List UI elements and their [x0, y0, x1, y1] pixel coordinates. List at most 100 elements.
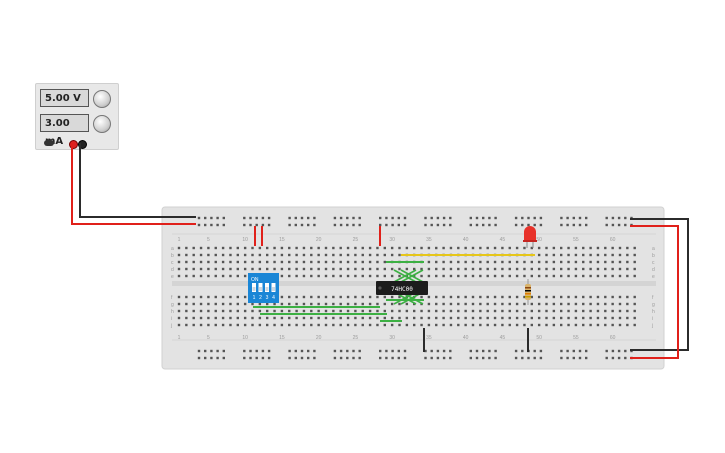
breadboard-hole[interactable] [537, 253, 541, 257]
breadboard-hole[interactable] [486, 267, 489, 271]
breadboard-hole[interactable] [214, 316, 217, 320]
breadboard-hole[interactable] [346, 216, 349, 220]
breadboard-hole[interactable] [317, 260, 320, 264]
breadboard-hole[interactable] [464, 267, 467, 271]
breadboard-hole[interactable] [493, 309, 497, 313]
breadboard-hole[interactable] [207, 309, 210, 313]
breadboard-hole[interactable] [604, 309, 607, 313]
breadboard-hole[interactable] [295, 274, 298, 278]
breadboard-hole[interactable] [523, 246, 526, 250]
breadboard-hole[interactable] [545, 302, 548, 306]
breadboard-hole[interactable] [435, 274, 438, 278]
breadboard-hole[interactable] [192, 274, 195, 278]
breadboard-hole[interactable] [390, 246, 394, 250]
breadboard-hole[interactable] [611, 260, 614, 264]
breadboard-hole[interactable] [310, 316, 313, 320]
breadboard-hole[interactable] [449, 260, 453, 264]
breadboard-hole[interactable] [358, 216, 361, 220]
breadboard-hole[interactable] [280, 267, 284, 271]
breadboard-hole[interactable] [229, 302, 232, 306]
breadboard-hole[interactable] [624, 356, 627, 360]
breadboard-hole[interactable] [427, 260, 431, 264]
breadboard-hole[interactable] [280, 302, 284, 306]
breadboard-hole[interactable] [530, 274, 533, 278]
breadboard-hole[interactable] [222, 216, 225, 220]
breadboard-hole[interactable] [310, 323, 313, 327]
breadboard-hole[interactable] [383, 302, 386, 306]
breadboard-hole[interactable] [514, 356, 518, 360]
breadboard-hole[interactable] [501, 267, 504, 271]
dip-toggle-knob[interactable] [265, 287, 269, 291]
breadboard-hole[interactable] [633, 316, 636, 320]
breadboard-hole[interactable] [199, 246, 203, 250]
breadboard-hole[interactable] [479, 323, 482, 327]
breadboard-hole[interactable] [258, 302, 262, 306]
breadboard-hole[interactable] [185, 253, 188, 257]
breadboard-hole[interactable] [302, 246, 306, 250]
breadboard-hole[interactable] [533, 223, 536, 227]
breadboard-hole[interactable] [611, 302, 614, 306]
breadboard-hole[interactable] [361, 302, 364, 306]
breadboard-hole[interactable] [574, 302, 578, 306]
breadboard-hole[interactable] [258, 246, 262, 250]
breadboard-hole[interactable] [611, 246, 614, 250]
breadboard-hole[interactable] [566, 356, 569, 360]
breadboard-hole[interactable] [589, 274, 592, 278]
breadboard-hole[interactable] [435, 309, 438, 313]
breadboard-hole[interactable] [185, 323, 188, 327]
breadboard-hole[interactable] [199, 323, 203, 327]
red-led[interactable] [523, 226, 537, 248]
breadboard-hole[interactable] [436, 216, 440, 220]
breadboard-hole[interactable] [346, 253, 350, 257]
breadboard-hole[interactable] [288, 267, 291, 271]
breadboard-hole[interactable] [469, 356, 472, 360]
breadboard-hole[interactable] [346, 316, 350, 320]
breadboard-hole[interactable] [177, 295, 181, 299]
breadboard-hole[interactable] [457, 323, 460, 327]
breadboard-hole[interactable] [204, 349, 207, 353]
breadboard-hole[interactable] [596, 309, 600, 313]
breadboard-hole[interactable] [596, 260, 600, 264]
breadboard-hole[interactable] [255, 216, 258, 220]
breadboard-hole[interactable] [273, 260, 276, 264]
negative-terminal[interactable] [78, 140, 87, 149]
breadboard-hole[interactable] [494, 223, 497, 227]
breadboard-hole[interactable] [177, 260, 181, 264]
breadboard-hole[interactable] [486, 309, 489, 313]
breadboard-hole[interactable] [574, 267, 578, 271]
breadboard-hole[interactable] [523, 295, 526, 299]
breadboard-hole[interactable] [332, 323, 335, 327]
breadboard-hole[interactable] [523, 260, 526, 264]
breadboard-hole[interactable] [221, 267, 225, 271]
breadboard-hole[interactable] [273, 309, 276, 313]
breadboard-hole[interactable] [533, 356, 536, 360]
breadboard-hole[interactable] [413, 274, 416, 278]
breadboard-hole[interactable] [420, 267, 423, 271]
breadboard-hole[interactable] [486, 316, 489, 320]
breadboard-hole[interactable] [294, 216, 297, 220]
breadboard-hole[interactable] [611, 309, 614, 313]
breadboard-hole[interactable] [354, 267, 357, 271]
breadboard-hole[interactable] [494, 216, 497, 220]
breadboard-hole[interactable] [310, 260, 313, 264]
breadboard-hole[interactable] [566, 223, 569, 227]
breadboard-hole[interactable] [530, 246, 533, 250]
breadboard-hole[interactable] [435, 246, 438, 250]
breadboard-hole[interactable] [251, 316, 254, 320]
breadboard-hole[interactable] [471, 323, 475, 327]
breadboard-hole[interactable] [249, 349, 252, 353]
breadboard-hole[interactable] [574, 309, 578, 313]
breadboard-hole[interactable] [199, 260, 203, 264]
breadboard-hole[interactable] [618, 323, 622, 327]
breadboard-hole[interactable] [216, 349, 219, 353]
breadboard-hole[interactable] [346, 323, 350, 327]
breadboard-hole[interactable] [479, 246, 482, 250]
breadboard-hole[interactable] [578, 216, 582, 220]
breadboard-hole[interactable] [493, 302, 497, 306]
breadboard-hole[interactable] [508, 309, 511, 313]
breadboard-hole[interactable] [383, 316, 386, 320]
breadboard-hole[interactable] [339, 260, 342, 264]
breadboard-hole[interactable] [479, 274, 482, 278]
breadboard-hole[interactable] [324, 274, 328, 278]
breadboard-hole[interactable] [488, 349, 491, 353]
